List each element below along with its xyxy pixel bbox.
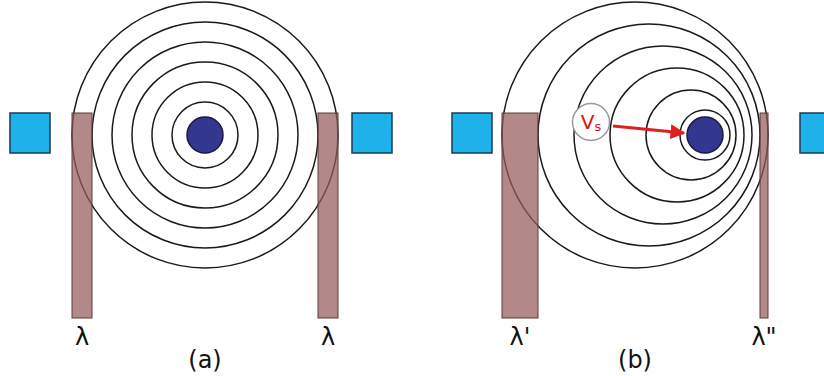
panel-label: (a) (188, 348, 221, 372)
wavefronts-b (502, 2, 768, 268)
observer-square (10, 113, 50, 153)
velocity-arrow (613, 126, 684, 133)
wavefronts-a (72, 2, 338, 268)
wavelength-label: λ" (751, 325, 776, 349)
wavelength-label: λ (321, 325, 335, 349)
observer-square (800, 113, 824, 153)
observer-square (352, 113, 392, 153)
wavelength-label: λ (75, 325, 89, 349)
source-dot (687, 117, 723, 153)
velocity-circle: Vs (571, 102, 611, 142)
source-dot (187, 117, 223, 153)
wavelength-bands (72, 113, 768, 318)
observer-square (452, 113, 492, 153)
velocity-subscript: s (594, 120, 601, 133)
velocity-symbol: V (581, 112, 595, 132)
wavelength-label: λ' (510, 325, 531, 349)
panel-label: (b) (618, 348, 652, 372)
